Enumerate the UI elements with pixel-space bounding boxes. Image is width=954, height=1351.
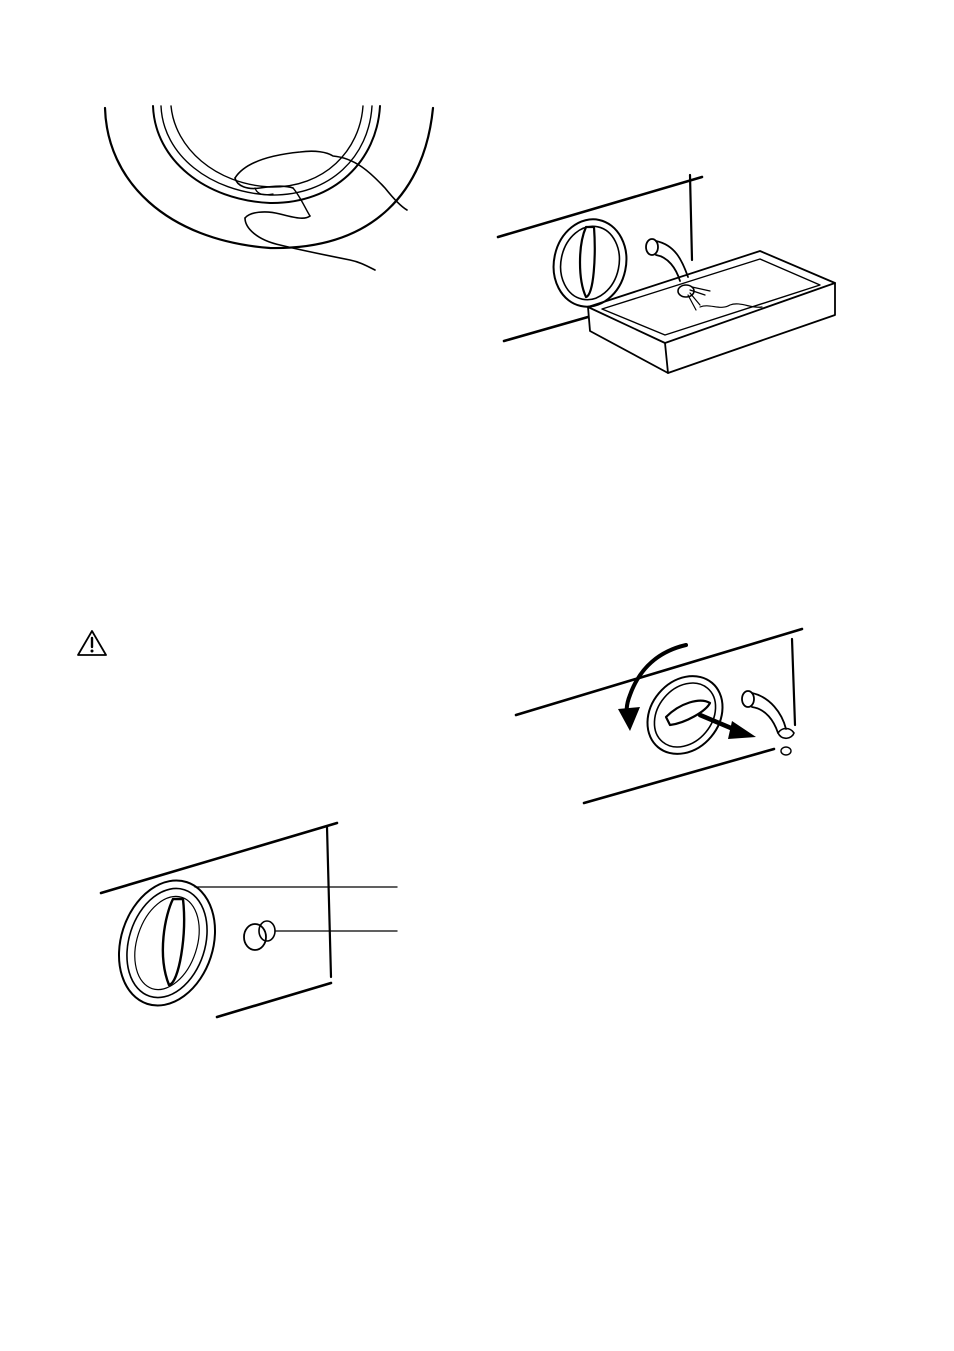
warning-triangle-icon bbox=[76, 628, 108, 658]
door-seal-drawing bbox=[95, 100, 445, 275]
drain-tray-drawing bbox=[490, 165, 840, 380]
filter-callout-drawing bbox=[95, 815, 405, 1025]
unscrew-filter-drawing bbox=[510, 625, 815, 805]
warning-icon-svg bbox=[76, 628, 108, 658]
unscrew-filter-illustration bbox=[510, 625, 815, 805]
door-seal-cleaning-illustration bbox=[95, 100, 445, 275]
drain-hose-tray-illustration bbox=[490, 165, 840, 380]
filter-callout-illustration bbox=[95, 815, 405, 1025]
